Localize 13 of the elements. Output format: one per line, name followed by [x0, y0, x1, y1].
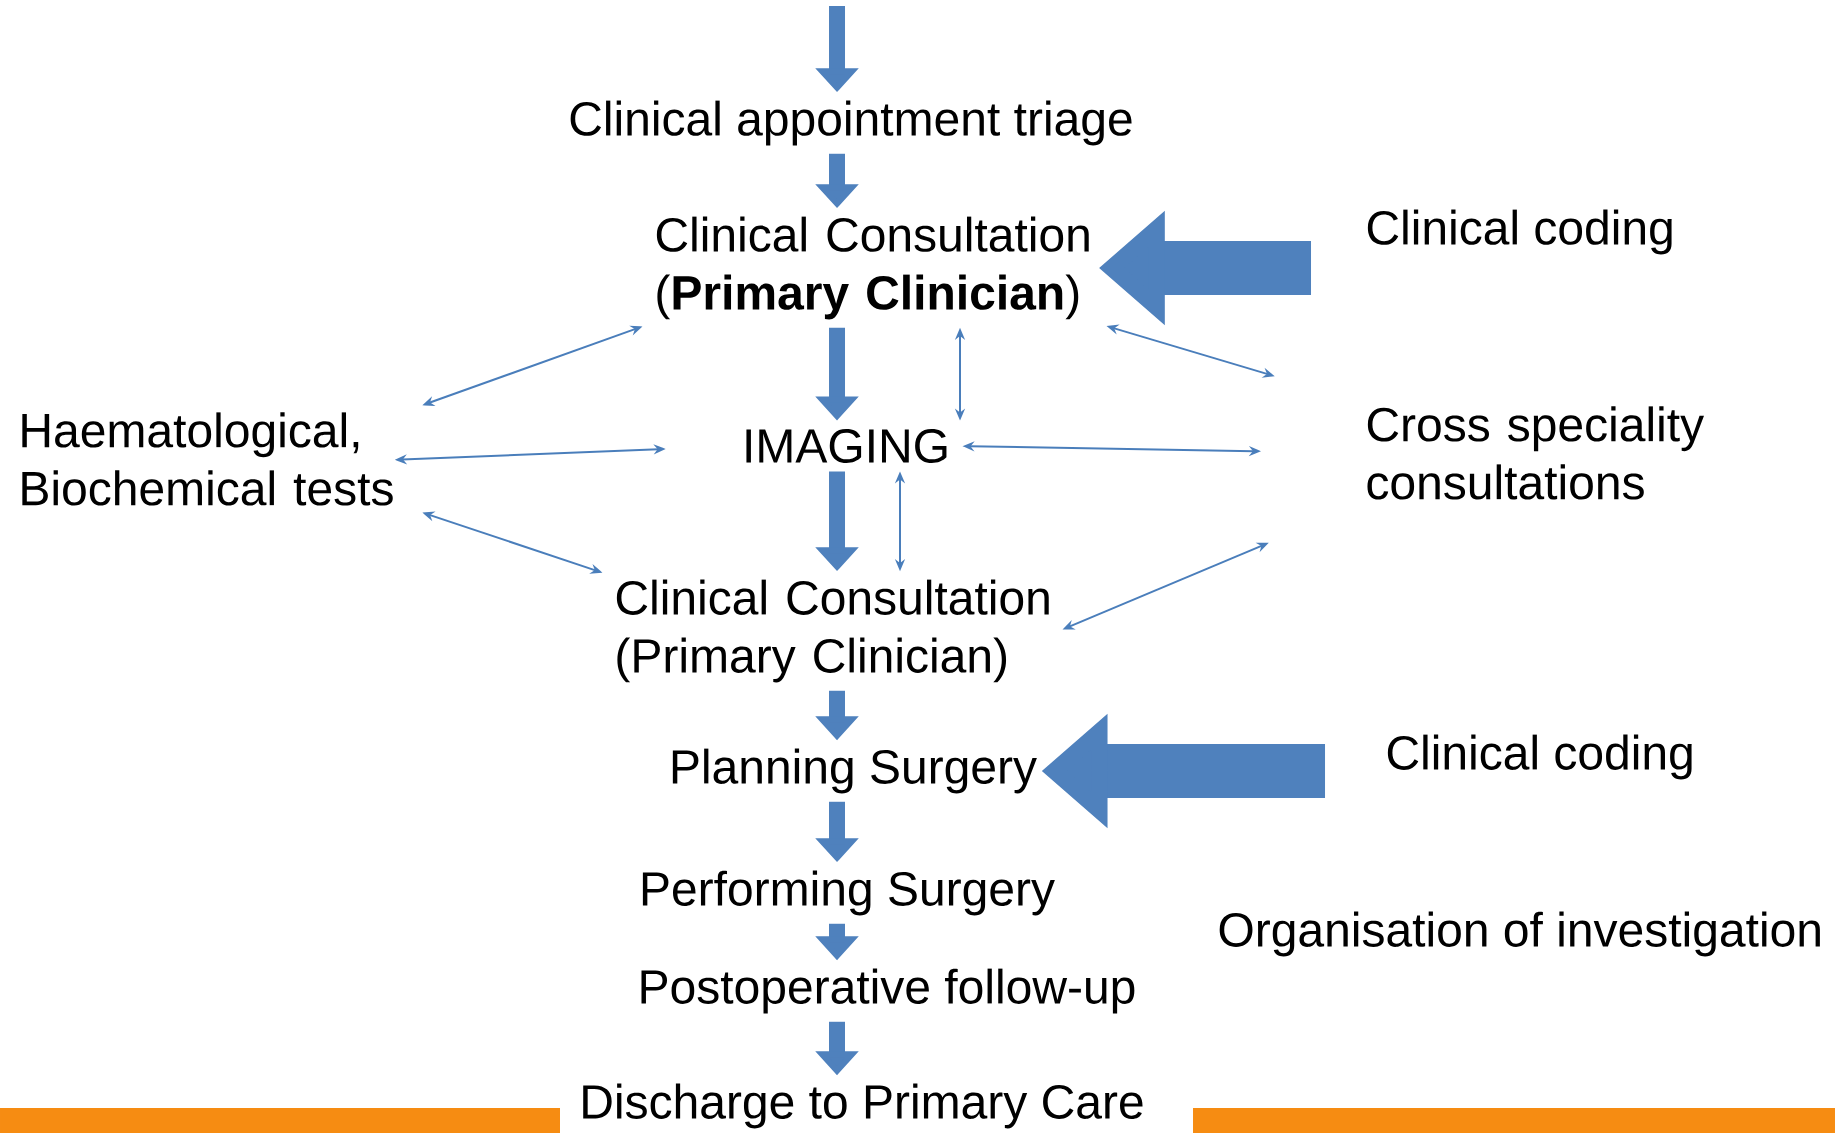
- process-step: Cross speciality consultations: [1367, 406, 1704, 500]
- process-step: Clinical coding: [1367, 209, 1672, 255]
- note-text: Organisation of investigation: [1219, 911, 1820, 957]
- process-step: Clinical appointment triage: [570, 100, 1132, 146]
- process-step: IMAGING: [746, 429, 947, 463]
- process-step: Performing Surgery: [642, 870, 1055, 916]
- process-step: Clinical coding: [1387, 734, 1692, 780]
- process-step: Clinical Consultation (Primary Clinician): [656, 216, 1089, 320]
- process-step: Postoperative follow-up: [641, 968, 1135, 1014]
- process-step: Haematological, Biochemical tests: [22, 412, 393, 506]
- process-step: Clinical Consultation (Primary Clinician): [616, 579, 1049, 683]
- process-step: Planning Surgery: [672, 748, 1037, 794]
- process-step: Discharge to Primary Care: [583, 1083, 1143, 1129]
